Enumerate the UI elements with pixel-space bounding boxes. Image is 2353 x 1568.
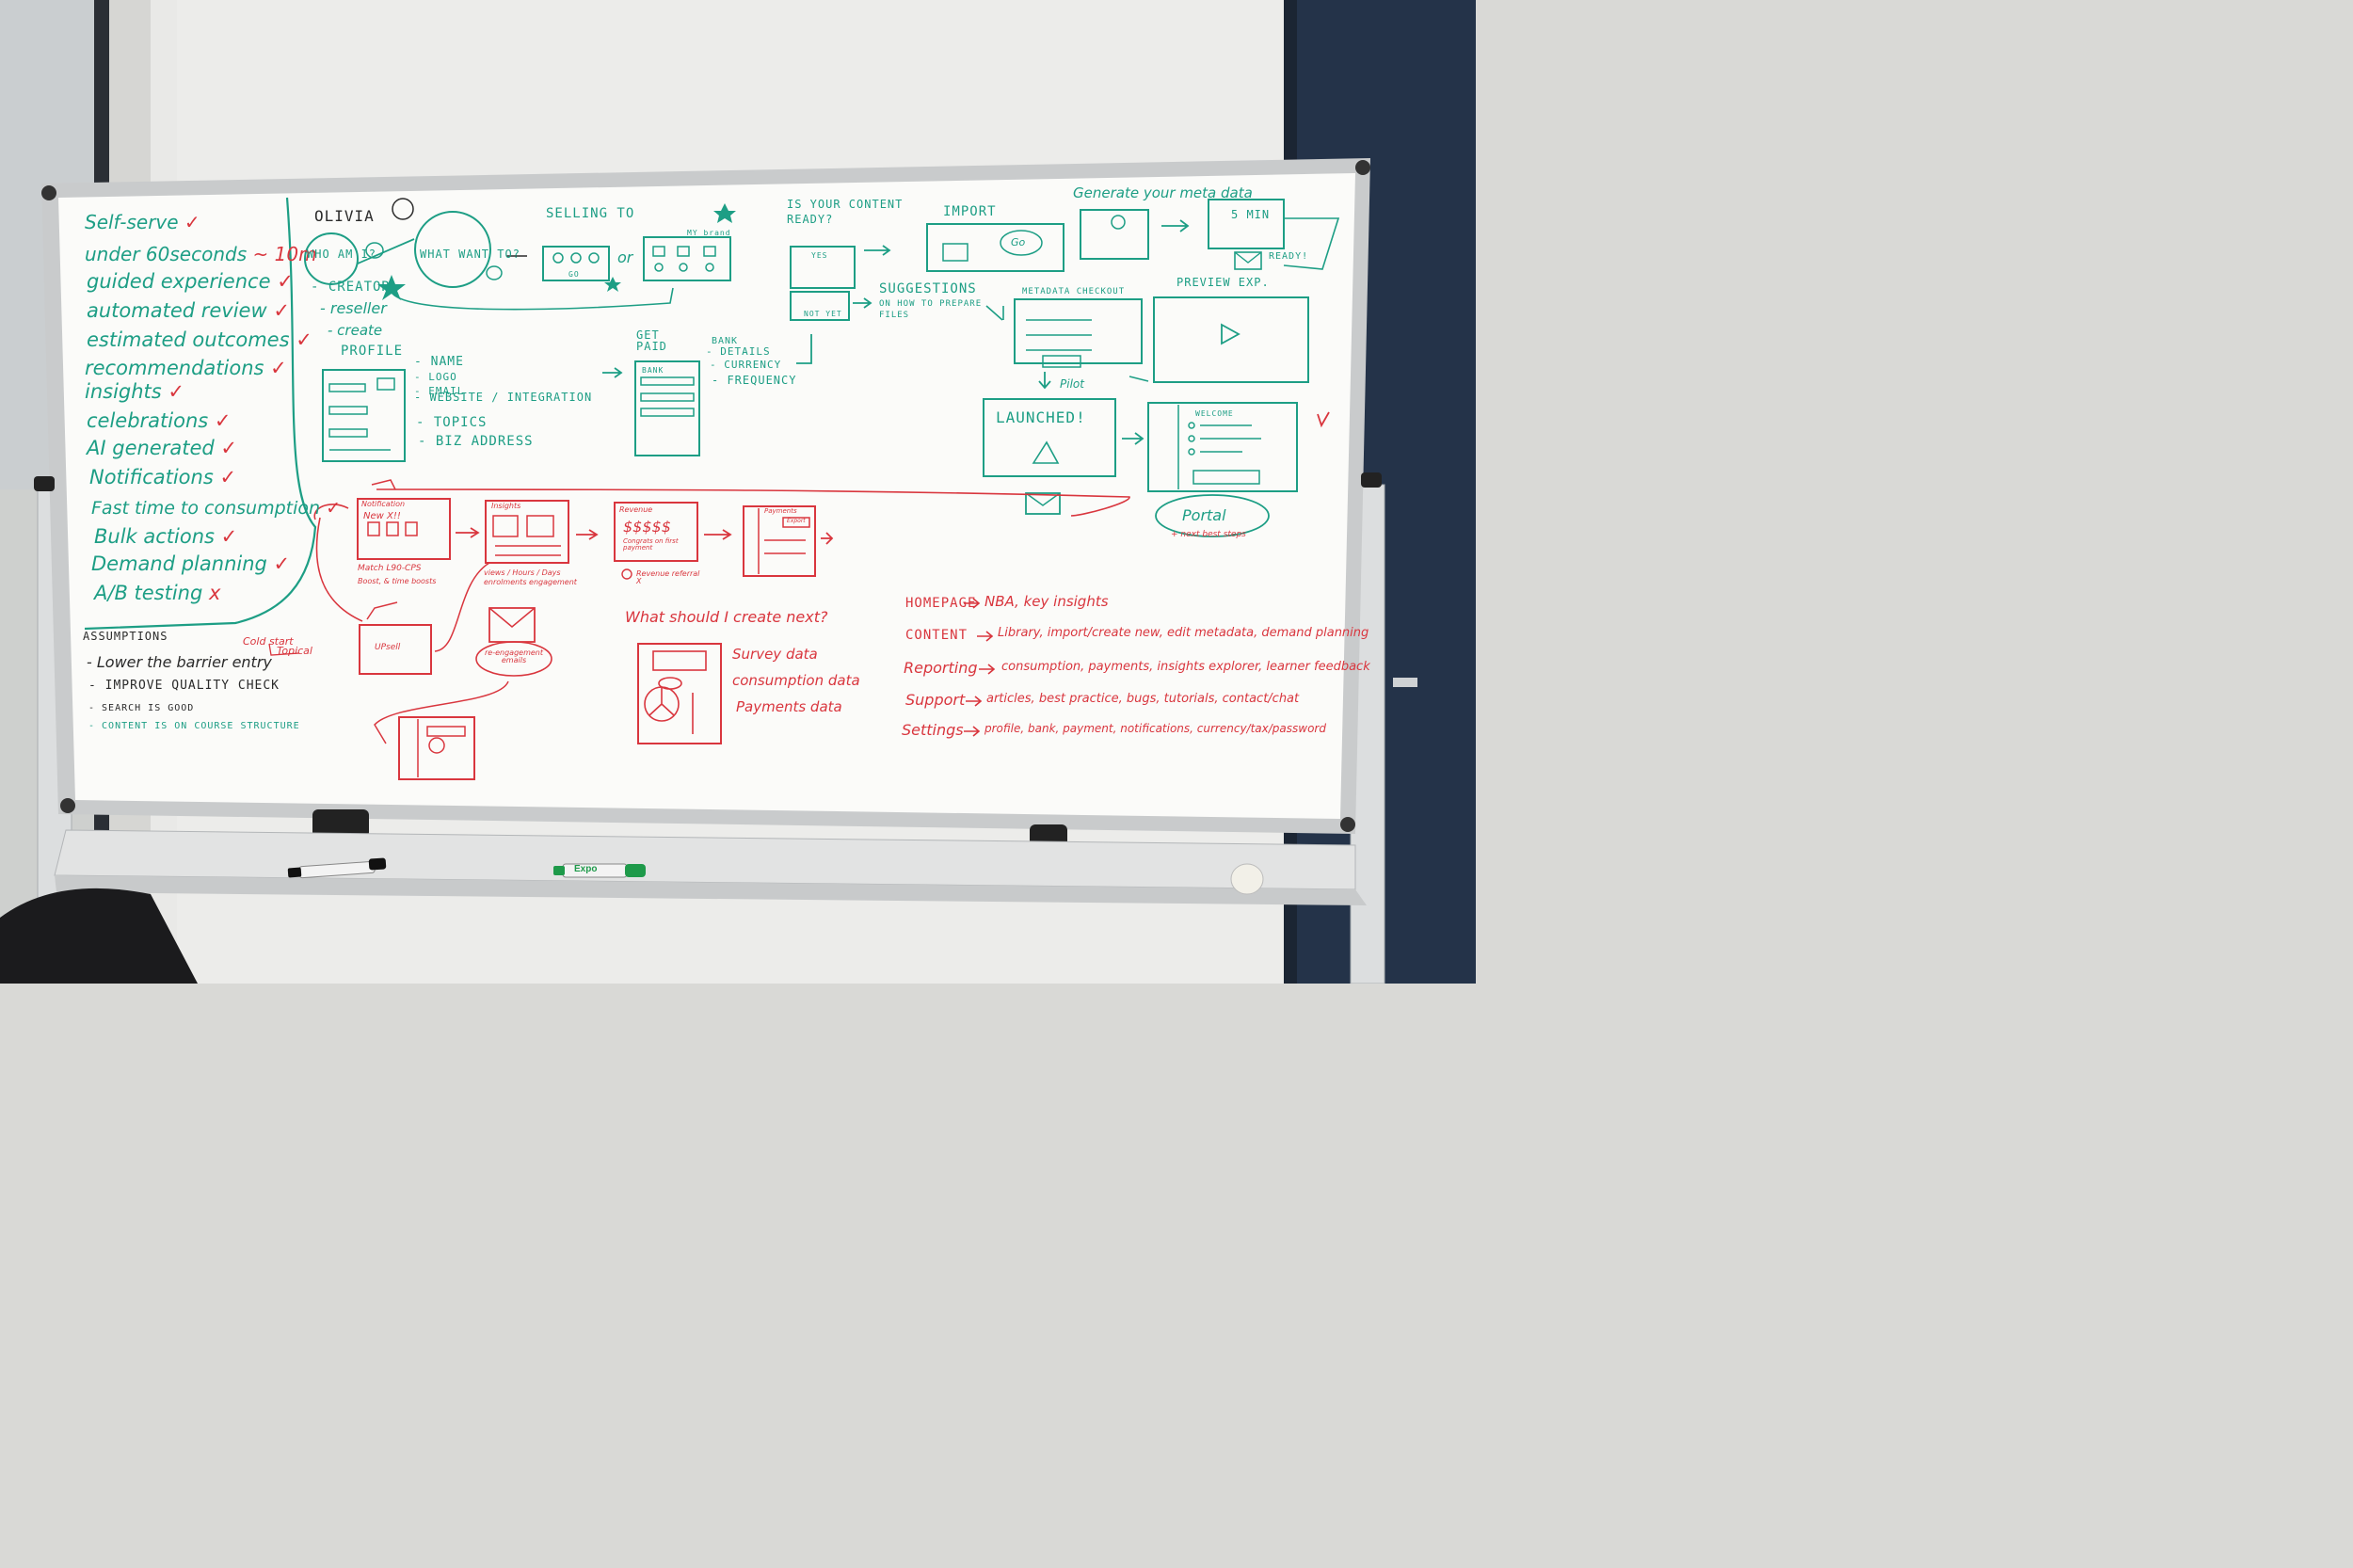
checklist-item: insights ✓ xyxy=(85,380,185,403)
five-min: 5 MIN xyxy=(1231,208,1271,221)
payments-title: Payments xyxy=(764,507,797,515)
sitemap-desc: articles, best practice, bugs, tutorials… xyxy=(986,692,1300,706)
revenue-title: Revenue xyxy=(619,505,653,514)
reengagement-label: re-engagement emails xyxy=(485,648,543,664)
sitemap-section: CONTENT xyxy=(905,628,968,643)
profile-field: - BIZ ADDRESS xyxy=(418,434,534,449)
sitemap-desc: NBA, key insights xyxy=(984,593,1109,610)
role-item: - create xyxy=(328,322,383,339)
sitemap-section: Support xyxy=(905,691,966,709)
who-am-i: WHO AM I? xyxy=(307,248,377,261)
checklist-item: estimated outcomes ✓ xyxy=(87,328,312,351)
profile-field: - TOPICS xyxy=(416,415,488,430)
checklist-item: celebrations ✓ xyxy=(87,409,232,432)
role-item: - CREATOR xyxy=(311,280,391,295)
role-item: - reseller xyxy=(320,299,387,317)
welcome-label: WELCOME xyxy=(1195,409,1234,418)
yes-label: YES xyxy=(811,251,828,260)
preview-exp: PREVIEW EXP. xyxy=(1176,276,1270,289)
launched-label: LAUNCHED! xyxy=(996,408,1086,426)
sitemap-desc: profile, bank, payment, notifications, c… xyxy=(984,722,1326,735)
sitemap-desc: consumption, payments, insights explorer… xyxy=(1001,660,1370,674)
insights-title: Insights xyxy=(491,502,521,510)
cold-start-label: Cold start xyxy=(243,635,294,648)
whiteboard-photo xyxy=(0,0,1476,984)
generate-meta: Generate your meta data xyxy=(1073,184,1253,201)
portal-label: Portal xyxy=(1182,506,1226,524)
import-label: IMPORT xyxy=(943,204,997,219)
bank-field: BANK xyxy=(712,336,739,346)
checklist-item: automated review ✓ xyxy=(87,299,290,322)
sitemap-section: HOMEPAGE xyxy=(905,596,977,611)
assumption-item: - CONTENT IS ON COURSE STRUCTURE xyxy=(88,721,300,731)
sitemap-section: Reporting xyxy=(904,659,978,677)
bank-field: - CURRENCY xyxy=(710,359,782,371)
not-yet-label: NOT YET xyxy=(804,310,842,318)
bank-label: BANK xyxy=(642,366,664,375)
revenue-caption: Revenue referral X xyxy=(636,569,700,585)
or-label: or xyxy=(617,248,633,266)
profile-field: - LOGO xyxy=(414,371,457,383)
suggestions: SUGGESTIONS xyxy=(879,281,977,296)
revenue-amount: $$$$$ xyxy=(623,518,671,536)
profile-field: - NAME xyxy=(414,355,464,369)
sitemap-section: Settings xyxy=(902,721,964,739)
ready-label: READY! xyxy=(1269,251,1309,262)
upsell-label: UPsell xyxy=(375,643,401,652)
checklist-item: Bulk actions ✓ xyxy=(94,525,238,548)
bank-field: - FREQUENCY xyxy=(712,374,797,387)
sitemap-desc: Library, import/create new, edit metadat… xyxy=(998,626,1369,640)
bank-field: - DETAILS xyxy=(706,345,771,358)
selling-to: SELLING TO xyxy=(546,206,635,221)
checklist-item: under 60seconds ~ 10m xyxy=(85,243,317,265)
what-want: WHAT WANT TO? xyxy=(420,248,520,261)
suggestions-sub: ON HOW TO PREPARE FILES xyxy=(879,299,983,320)
checklist-item: Fast time to consumption ✓ xyxy=(91,498,342,519)
content-ready: IS YOUR CONTENT READY? xyxy=(787,198,904,226)
notification-title: Notification xyxy=(361,500,406,508)
eraser-ball xyxy=(1230,863,1264,895)
data-item: consumption data xyxy=(732,672,860,689)
data-item: Survey data xyxy=(732,646,818,663)
checklist-item: recommendations ✓ xyxy=(85,357,287,379)
payments-export: Export xyxy=(787,518,806,524)
checklist-item: A/B testing x xyxy=(94,582,221,604)
insights-caption: views / Hours / Days enrolments engageme… xyxy=(484,568,577,586)
notification-body: New X!! xyxy=(363,511,401,521)
topical-label: Topical xyxy=(277,645,312,657)
profile-field: - EMAIL xyxy=(414,385,465,397)
what-next: What should I create next? xyxy=(625,608,828,626)
black-marker xyxy=(287,857,387,879)
metadata-checkout: METADATA CHECKOUT xyxy=(1022,287,1126,296)
assumptions-title: ASSUMPTIONS xyxy=(83,630,168,643)
profile-title: PROFILE xyxy=(341,344,404,359)
pilot-label: Pilot xyxy=(1060,377,1084,391)
my-brand-label: MY brand xyxy=(687,229,731,237)
checklist-item: Notifications ✓ xyxy=(89,466,237,488)
checklist-item: AI generated ✓ xyxy=(87,437,237,459)
assumption-item: - SEARCH IS GOOD xyxy=(88,703,195,713)
persona-name: OLIVIA xyxy=(314,207,375,225)
get-paid: GET PAID xyxy=(636,328,667,353)
green-marker-label: Expo xyxy=(574,864,598,874)
green-marker xyxy=(553,863,646,878)
checklist-item: Self-serve ✓ xyxy=(85,211,200,233)
next-steps-label: + next best steps xyxy=(1171,530,1246,539)
checklist-item: Demand planning ✓ xyxy=(91,552,291,575)
revenue-body: Congrats on first payment xyxy=(623,537,679,552)
assumption-item: - Lower the barrier entry xyxy=(87,653,272,671)
assumption-item: - IMPROVE QUALITY CHECK xyxy=(88,679,280,693)
data-item: Payments data xyxy=(736,698,842,715)
profile-field: - WEBSITE / INTEGRATION xyxy=(414,391,593,404)
go-label: GO xyxy=(568,270,580,279)
checklist-item: guided experience ✓ xyxy=(87,270,294,293)
match-line: Match L90-CPS xyxy=(358,564,422,573)
boost-line: Boost, & time boosts xyxy=(358,577,437,585)
go-cloud-label: Go xyxy=(1011,236,1026,248)
